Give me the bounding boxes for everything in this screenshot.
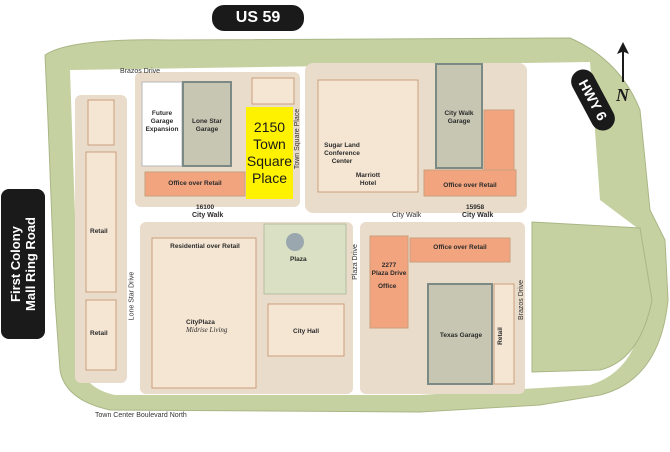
label-city-walk-garage: City Walk Garage xyxy=(444,110,474,125)
label-office-over-retail-3: Office over Retail xyxy=(433,244,487,251)
label-office-over-retail-1: Office over Retail xyxy=(168,180,222,187)
street-city-walk-left: City Walk xyxy=(192,212,224,219)
label-retail-left-bottom: Retail xyxy=(90,330,108,337)
texas-garage-building xyxy=(427,283,493,385)
east-green xyxy=(531,221,653,373)
ring-road-label: First Colony Mall Ring Road xyxy=(8,217,38,311)
label-cityplaza: CityPlaza xyxy=(186,319,215,326)
label-plaza-2277: 2277 Plaza Drive xyxy=(371,262,407,277)
lone-star-garage-building xyxy=(182,81,232,167)
plaza-fountain xyxy=(286,233,304,251)
ne-salmon-building xyxy=(483,109,515,171)
label-retail-left-top: Retail xyxy=(90,228,108,235)
office-over-retail-3-building xyxy=(409,237,511,263)
nw-small-building xyxy=(251,77,295,105)
retail-right-building xyxy=(493,283,515,385)
city-walk-garage-building xyxy=(435,63,483,169)
north-arrow-icon xyxy=(617,42,629,82)
compass: N xyxy=(613,40,633,110)
conference-center-building xyxy=(317,79,419,193)
future-garage-building xyxy=(141,81,183,167)
label-office-over-retail-2: Office over Retail xyxy=(443,182,497,189)
cityplaza-building xyxy=(151,237,257,389)
ring-road-shield: First Colony Mall Ring Road xyxy=(1,189,45,339)
street-brazos-right: Brazos Drive xyxy=(518,279,526,321)
plaza-2277-building xyxy=(369,235,409,329)
street-city-walk-center: City Walk xyxy=(392,212,422,219)
street-city-walk-right: City Walk xyxy=(462,212,494,219)
city-hall-building xyxy=(267,303,345,357)
street-lone-star-drive: Lone Star Drive xyxy=(128,271,136,321)
retail-left-top-building xyxy=(85,151,117,293)
label-plaza: Plaza xyxy=(290,256,307,263)
label-future-garage: Future Garage Expansion xyxy=(145,110,179,133)
office-over-retail-1-building xyxy=(144,171,246,197)
compass-letter: N xyxy=(616,85,629,105)
highlight-2150-town-square-place[interactable]: 2150 Town Square Place xyxy=(246,107,293,199)
us59-shield: US 59 xyxy=(212,5,304,31)
street-town-square-place: Town Square Place xyxy=(294,108,302,170)
label-midrise: Midrise Living xyxy=(186,326,228,334)
us59-label: US 59 xyxy=(235,9,281,26)
street-brazos-top: Brazos Drive xyxy=(120,68,161,75)
label-lone-star-garage: Lone Star Garage xyxy=(192,118,222,133)
label-city-hall: City Hall xyxy=(293,328,320,335)
street-town-center-blvd: Town Center Boulevard North xyxy=(95,412,187,419)
label-residential-over-retail: Residential over Retail xyxy=(170,243,240,250)
label-address-16100: 16100 xyxy=(196,204,215,211)
label-retail-right: Retail xyxy=(496,327,504,345)
label-texas-garage: Texas Garage xyxy=(439,332,483,339)
label-address-15958: 15958 xyxy=(466,204,485,211)
west-strip-building xyxy=(87,99,115,146)
office-over-retail-2-building xyxy=(423,169,517,197)
plaza-grounds xyxy=(263,223,347,295)
label-office: Office xyxy=(378,283,397,290)
label-conference-center: Sugar Land Conference Center xyxy=(324,142,360,165)
street-plaza-drive: Plaza Drive xyxy=(351,244,359,280)
retail-left-bottom-building xyxy=(85,299,117,371)
label-marriott: Marriott Hotel xyxy=(355,172,381,187)
